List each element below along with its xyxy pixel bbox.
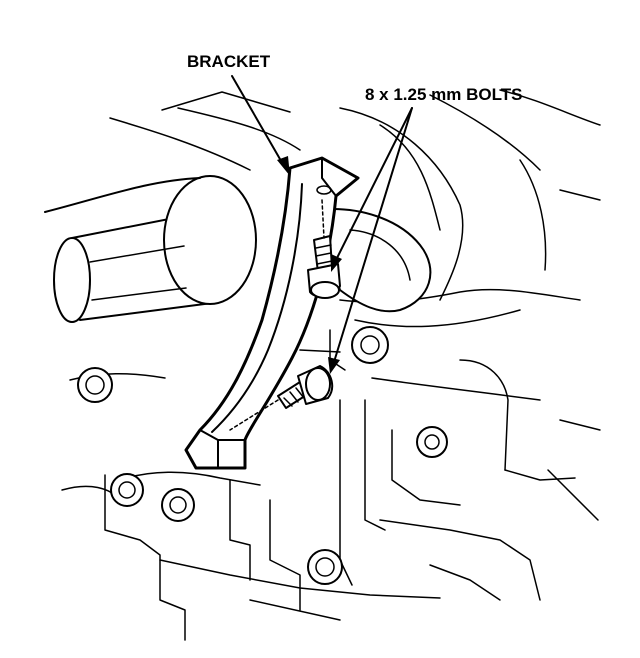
bolts-leader-arrows [328,107,413,374]
bolts-label: 8 x 1.25 mm BOLTS [365,85,522,104]
hose [314,208,432,313]
coolant-pipe [44,175,257,323]
lower-bolt [229,365,334,431]
upper-bolt [307,199,341,299]
bracket-leader-arrow [231,75,290,176]
bracket-label: BRACKET [187,52,271,71]
bracket-part [184,156,360,470]
engine-block-holes [77,326,448,585]
